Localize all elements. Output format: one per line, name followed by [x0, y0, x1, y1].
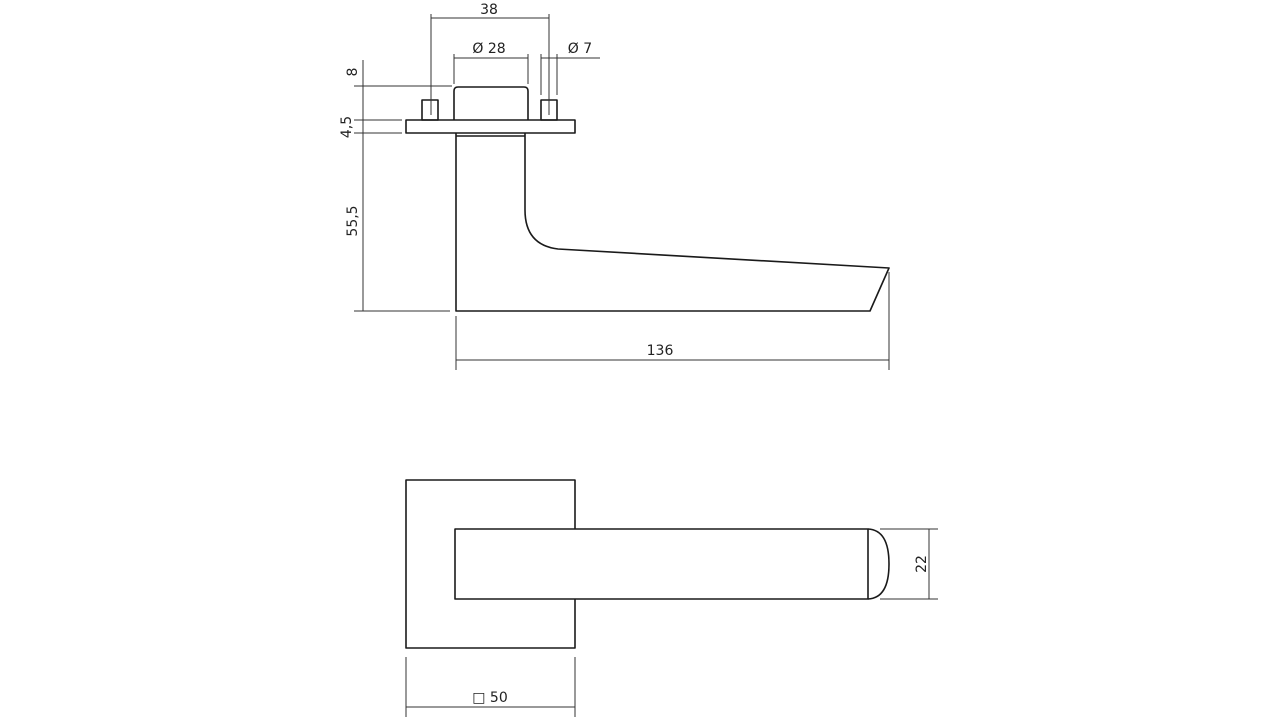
dim-spindle-diameter: Ø 28 [472, 41, 505, 57]
lever-top-body [454, 528, 869, 600]
rose-square [405, 479, 576, 649]
side-view-dimensions: 38 Ø 28 Ø 7 8 4,5 55,5 136 [339, 2, 890, 370]
dim-cover-height: 8 [345, 68, 361, 77]
dim-pin-spacing: 38 [480, 2, 498, 18]
dim-rose-size: □ 50 [472, 690, 508, 706]
left-pin [421, 99, 439, 121]
top-view [405, 479, 890, 649]
dim-lever-width: 22 [914, 555, 930, 573]
dim-lever-length: 136 [647, 343, 674, 359]
dim-lever-height: 55,5 [345, 205, 361, 236]
spindle-cover [453, 86, 529, 120]
lever-end-cap [867, 528, 890, 600]
top-view-dimensions: 22 □ 50 [405, 528, 938, 717]
rose-plate [405, 119, 576, 134]
side-view [405, 86, 890, 312]
lever-side-profile [455, 133, 890, 312]
dim-rose-thickness: 4,5 [339, 116, 355, 138]
dim-pin-diameter: Ø 7 [568, 41, 592, 57]
